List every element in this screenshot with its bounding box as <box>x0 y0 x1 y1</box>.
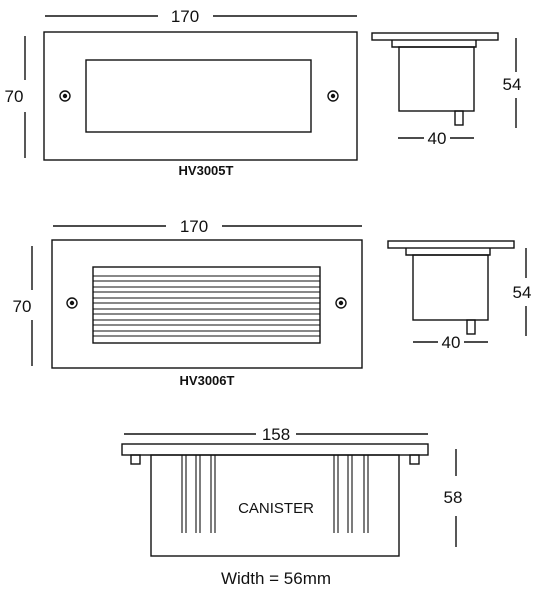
canister-view: 158 CANISTER 58 Width = 56mm <box>121 425 463 588</box>
hv3006t-side-height-label: 54 <box>513 283 532 302</box>
hv3005t-lens-window <box>85 59 312 133</box>
canister-footnote: Width = 56mm <box>221 569 331 588</box>
canister-ribs-right <box>333 455 369 533</box>
canister-body <box>150 454 400 557</box>
hv3005t-cable-gland <box>454 110 464 126</box>
hv3005t-width-label: 170 <box>171 7 199 26</box>
hv3006t-width-label: 170 <box>180 217 208 236</box>
canister-flange-tab-right <box>409 454 420 465</box>
canister-flange <box>121 443 429 456</box>
hv3005t-faceplate <box>43 31 358 161</box>
hv3006t-cable-gland <box>466 319 476 335</box>
canister-flange-tab-left <box>130 454 141 465</box>
hv3006t-faceplate <box>51 239 363 369</box>
hv3005t-side-width-label: 40 <box>428 129 447 148</box>
hv3006t-front-view: 170 70 HV3006T <box>13 217 363 388</box>
screw-icon <box>66 297 78 309</box>
canister-body-label: CANISTER <box>238 500 314 517</box>
hv3005t-side-housing <box>398 46 475 112</box>
hv3006t-louvre-frame <box>92 266 321 344</box>
canister-height-label: 58 <box>444 488 463 507</box>
hv3005t-height-label: 70 <box>5 87 24 106</box>
screw-icon <box>327 90 339 102</box>
hv3005t-side-height-label: 54 <box>503 75 522 94</box>
hv3006t-side-view: 54 40 <box>387 240 532 352</box>
hv3006t-side-flange <box>387 240 515 249</box>
screw-icon <box>59 90 71 102</box>
hv3005t-side-flange <box>371 32 499 41</box>
hv3006t-side-housing <box>412 254 489 321</box>
hv3006t-height-label: 70 <box>13 297 32 316</box>
hv3005t-model-label: HV3005T <box>179 163 234 178</box>
hv3006t-louvre-slats <box>93 275 320 337</box>
hv3005t-side-view: 54 40 <box>371 32 522 148</box>
hv3005t-front-view: 170 70 HV3005T <box>5 7 358 178</box>
canister-width-label: 158 <box>262 425 290 444</box>
screw-icon <box>335 297 347 309</box>
hv3006t-model-label: HV3006T <box>180 373 235 388</box>
hv3006t-side-collar <box>405 248 491 256</box>
hv3006t-side-width-label: 40 <box>442 333 461 352</box>
hv3005t-side-collar <box>391 40 477 48</box>
canister-ribs-left <box>181 455 216 533</box>
